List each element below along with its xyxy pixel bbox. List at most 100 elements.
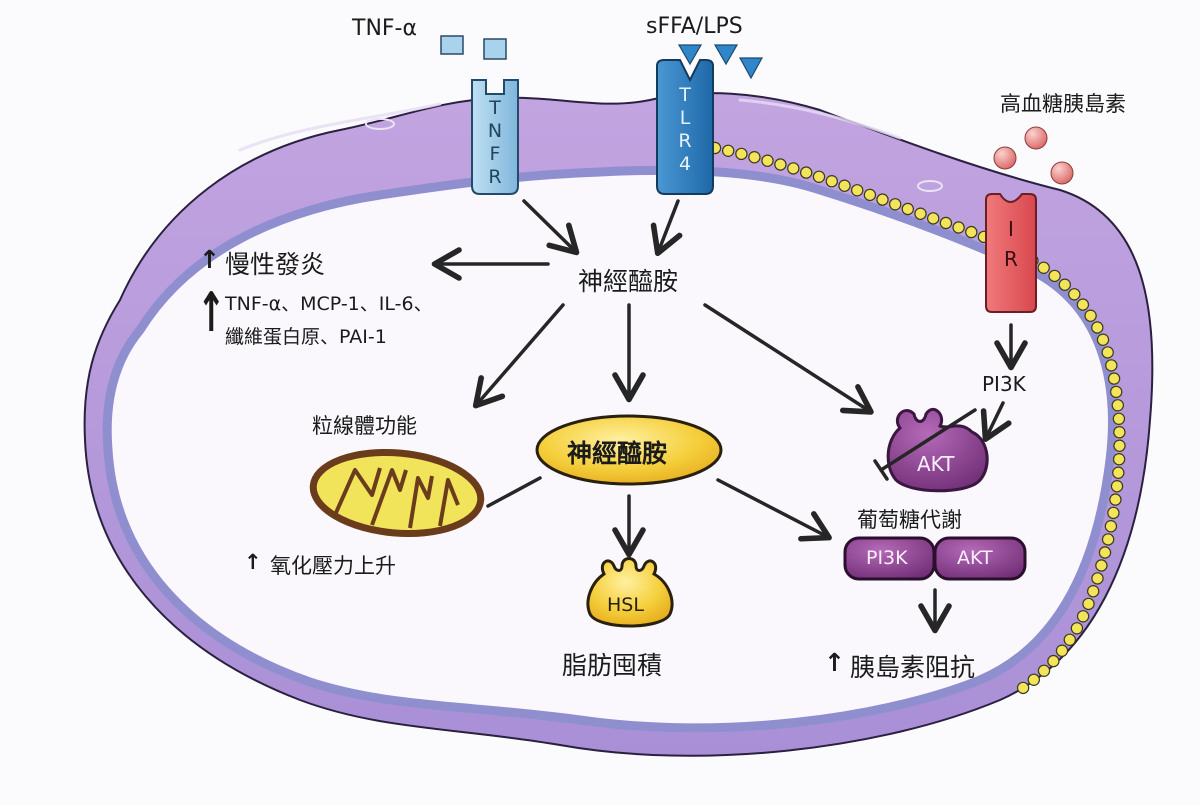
lipid-bead — [927, 212, 940, 225]
lipid-bead — [1112, 453, 1126, 466]
lipid-bead — [939, 216, 953, 230]
lipid-bead — [1104, 520, 1118, 533]
lps-triangle — [713, 44, 739, 66]
lipid-bead — [774, 158, 787, 171]
lipid-bead — [1058, 278, 1072, 291]
lipid-bead — [1112, 466, 1125, 479]
lipid-bead — [863, 188, 877, 202]
pathway-arrows — [431, 199, 1028, 634]
akt-label: AKT — [917, 452, 955, 476]
lipid-bead — [1109, 385, 1123, 399]
link-ceramide-to-mitochondria — [486, 476, 542, 508]
lipid-bead — [1068, 288, 1081, 301]
ceramide-node-label: 神經醯胺 — [567, 439, 668, 468]
hyperglycemia-insulin-label: 高血糖胰島素 — [1000, 92, 1126, 116]
membrane-glint — [365, 118, 395, 130]
hsl-enzyme[interactable] — [586, 557, 674, 628]
tlr4-label: T L R 4 — [678, 84, 692, 175]
lipid-bead — [1111, 399, 1125, 412]
lipid-bead — [1091, 572, 1104, 585]
lipid-bead — [1027, 673, 1041, 687]
insulin-dot — [993, 146, 1017, 170]
lipid-bead — [952, 221, 965, 234]
tnfr-label: T N F R — [487, 97, 503, 188]
lipid-bead — [1048, 269, 1061, 283]
membrane-glint — [917, 180, 943, 192]
lipid-bead — [1101, 533, 1115, 546]
lipid-bead — [1055, 644, 1069, 657]
lipid-bead — [761, 154, 774, 167]
lipid-bead — [851, 184, 864, 197]
fat-accumulation-label: 脂肪囤積 — [562, 651, 663, 680]
sffa-lps-label: sFFA/LPS — [646, 14, 743, 39]
ceramide-node[interactable] — [535, 414, 723, 486]
inflammation-markers-line1: TNF-α、MCP-1、IL-6、 — [225, 293, 433, 315]
lipid-bead — [1096, 333, 1110, 346]
up-arrow-icon: ↑ — [824, 648, 845, 677]
lipid-bead — [1016, 681, 1030, 695]
sffa-lps-ligands — [677, 44, 764, 80]
lipid-bead — [1107, 372, 1121, 385]
up-arrow-icon: ↑ — [197, 281, 226, 346]
tnf-alpha-square — [440, 35, 464, 55]
tnf-alpha-ligands — [440, 35, 507, 60]
inflammation-markers-line2: 纖維蛋白原、PAI-1 — [225, 326, 387, 348]
lipid-bead — [1110, 480, 1124, 493]
tnf-alpha-label: TNF-α — [352, 16, 417, 41]
tlr4-receptor[interactable] — [656, 59, 714, 195]
ir-label: I R — [1004, 217, 1018, 271]
lipid-bead — [735, 147, 748, 161]
glucose-metabolism-label: 葡萄糖代謝 — [857, 508, 962, 532]
lipid-bead — [1098, 546, 1112, 559]
chronic-inflammation-label: 慢性發炎 — [225, 250, 326, 279]
mitochondrial-function-label: 粒線體功能 — [312, 414, 417, 438]
lipid-bead — [787, 162, 800, 175]
arrow-pi3k-to-akt — [980, 401, 1012, 442]
lipid-bead — [800, 166, 813, 179]
arrow-ceramide-to-mitochondria — [472, 303, 565, 409]
lipid-bead — [748, 150, 761, 164]
lipid-bead — [1113, 439, 1126, 452]
ceramide-central-label: 神經醯胺 — [578, 267, 679, 296]
complex-akt-label: AKT — [957, 547, 993, 569]
pi3k-label: PI3K — [982, 372, 1026, 396]
lipid-bead — [1037, 664, 1051, 678]
tnfr-receptor[interactable] — [471, 79, 519, 195]
up-arrow-icon: ↑ — [244, 550, 262, 574]
complex-pi3k-label: PI3K — [866, 547, 908, 569]
lipid-bead — [1070, 622, 1084, 635]
lipid-bead — [1095, 559, 1108, 572]
lps-triangle — [677, 44, 703, 66]
mitochondrion-icon — [309, 448, 485, 538]
pi3k-akt-complex[interactable] — [843, 536, 1027, 581]
arrow-ceramide-to-akt — [703, 303, 874, 415]
lipid-bead — [838, 179, 851, 192]
lipid-bead — [1112, 412, 1126, 425]
lipid-bead — [914, 207, 927, 220]
oxidative-stress-label: 氧化壓力上升 — [270, 554, 396, 578]
lipid-bead — [1084, 309, 1097, 322]
membrane-highlight — [738, 98, 902, 140]
insulin-receptor[interactable] — [985, 193, 1037, 313]
lipid-bead — [1086, 585, 1100, 598]
insulin-dot — [1024, 126, 1048, 150]
akt-protein[interactable] — [886, 407, 989, 493]
up-arrow-icon: ↑ — [199, 245, 220, 274]
lps-triangle — [738, 57, 764, 80]
lipid-bead — [1113, 426, 1126, 439]
inhibition-line — [873, 408, 977, 481]
membrane-highlight — [238, 102, 442, 152]
insulin-dot — [1050, 161, 1074, 185]
lipid-bead — [876, 193, 889, 206]
hsl-label: HSL — [607, 594, 644, 616]
lipid-bead — [1107, 506, 1120, 520]
lipid-bead — [812, 170, 826, 183]
lipid-bead — [1101, 346, 1114, 359]
lipid-bead — [889, 198, 902, 211]
lipid-bead — [1109, 493, 1122, 506]
lipid-bead — [825, 174, 839, 188]
arrow-tlr4-to-ceramide — [650, 199, 683, 257]
insulin-molecules — [993, 126, 1074, 185]
lipid-bead — [1076, 610, 1090, 623]
